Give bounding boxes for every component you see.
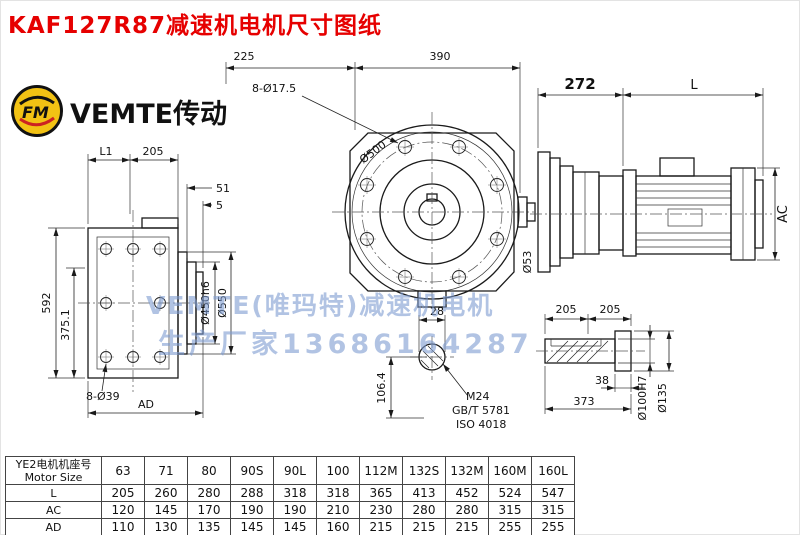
motor-view: 272 L AC — [530, 75, 791, 273]
table-cell: 547 — [531, 484, 575, 502]
table-cell: 145 — [144, 501, 188, 519]
table-cell: 190 — [273, 501, 317, 519]
table-cell: 170 — [187, 501, 231, 519]
table-cell: 160 — [316, 518, 360, 535]
row-label: AD — [5, 518, 102, 535]
table-cell: 280 — [402, 501, 446, 519]
table-cell: 260 — [144, 484, 188, 502]
table-cell: 130 — [144, 518, 188, 535]
dim-205-a: 205 — [556, 303, 577, 316]
table-cell: 205 — [101, 484, 145, 502]
table-cell: 120 — [101, 501, 145, 519]
table-cell: 280 — [187, 484, 231, 502]
note-gb-5781: GB/T 5781 — [452, 404, 510, 417]
note-iso-4018: ISO 4018 — [456, 418, 506, 431]
dim-390: 390 — [430, 50, 451, 63]
size-col-header: 80 — [187, 456, 231, 485]
dim-106-4: 106.4 — [375, 372, 388, 404]
dim-d53: Ø53 — [521, 251, 534, 274]
table-cell: 145 — [230, 518, 274, 535]
table-cell: 230 — [359, 501, 403, 519]
dim-ac: AC — [776, 205, 791, 223]
dim-373: 373 — [574, 395, 595, 408]
size-col-header: 90L — [273, 456, 317, 485]
brand-monogram: FM — [22, 103, 49, 122]
table-cell: 280 — [445, 501, 489, 519]
dim-d450h6: Ø450h6 — [199, 281, 212, 325]
table-cell: 255 — [488, 518, 532, 535]
dim-28: 28 — [430, 305, 444, 318]
motor-size-header-en: Motor Size — [24, 470, 83, 484]
table-cell: 318 — [316, 484, 360, 502]
table-cell: 413 — [402, 484, 446, 502]
table-cell: 145 — [273, 518, 317, 535]
brand-logo: FM VEMTE传动 — [10, 84, 227, 138]
size-col-header: 71 — [144, 456, 188, 485]
dim-272: 272 — [564, 75, 595, 93]
table-cell: 215 — [402, 518, 446, 535]
size-col-header: 112M — [359, 456, 403, 485]
table-cell: 315 — [488, 501, 532, 519]
size-col-header: 132S — [402, 456, 446, 485]
size-col-header: 132M — [445, 456, 489, 485]
table-cell: 135 — [187, 518, 231, 535]
motor-size-header-cn: YE2电机机座号 — [15, 457, 92, 471]
table-cell: 190 — [230, 501, 274, 519]
size-col-header: 63 — [101, 456, 145, 485]
table-cell: 110 — [101, 518, 145, 535]
brand-name: VEMTE传动 — [70, 98, 228, 130]
table-cell: 524 — [488, 484, 532, 502]
size-col-header: 160M — [488, 456, 532, 485]
left-view: L1 205 51 5 592 375.1 8-Ø39 AD Ø450 — [40, 145, 236, 418]
dim-d135: Ø135 — [656, 383, 669, 413]
dim-38: 38 — [595, 374, 609, 387]
table-cell: 215 — [445, 518, 489, 535]
row-label: L — [5, 484, 102, 502]
dim-d100h7: Ø100H7 — [636, 376, 649, 421]
page-title: KAF127R87减速机电机尺寸图纸 — [8, 13, 383, 39]
motor-size-header: YE2电机机座号 Motor Size — [5, 456, 102, 485]
table-cell: 288 — [230, 484, 274, 502]
dim-205-b: 205 — [600, 303, 621, 316]
dim-d550: Ø550 — [216, 288, 229, 318]
size-col-header: 90S — [230, 456, 274, 485]
table-cell: 315 — [531, 501, 575, 519]
front-view: Ø53 225 390 8-Ø17.5 Ø500 28 — [225, 50, 536, 431]
dim-d500: Ø500 — [357, 138, 389, 166]
dim-5: 5 — [216, 199, 223, 212]
dim-l1: L1 — [99, 145, 112, 158]
table-cell: 365 — [359, 484, 403, 502]
dim-592: 592 — [40, 293, 53, 314]
dim-375: 375.1 — [59, 309, 72, 341]
dim-225: 225 — [234, 50, 255, 63]
note-m24: M24 — [466, 390, 490, 403]
brand-badge-icon: FM — [11, 85, 63, 137]
table-cell: 210 — [316, 501, 360, 519]
table-cell: 452 — [445, 484, 489, 502]
dim-8-d39: 8-Ø39 — [86, 390, 120, 403]
size-col-header: 160L — [531, 456, 575, 485]
shaft-detail: 205 205 38 373 — [536, 303, 674, 420]
dim-51: 51 — [216, 182, 230, 195]
dim-l: L — [690, 78, 698, 93]
dim-ad: AD — [138, 398, 154, 411]
size-col-header: 100 — [316, 456, 360, 485]
dim-8-d17-5: 8-Ø17.5 — [252, 82, 296, 95]
table-cell: 255 — [531, 518, 575, 535]
row-label: AC — [5, 501, 102, 519]
table-cell: 318 — [273, 484, 317, 502]
table-cell: 215 — [359, 518, 403, 535]
dim-205: 205 — [143, 145, 164, 158]
technical-drawing: L1 205 51 5 592 375.1 8-Ø39 AD Ø450 — [40, 50, 791, 431]
